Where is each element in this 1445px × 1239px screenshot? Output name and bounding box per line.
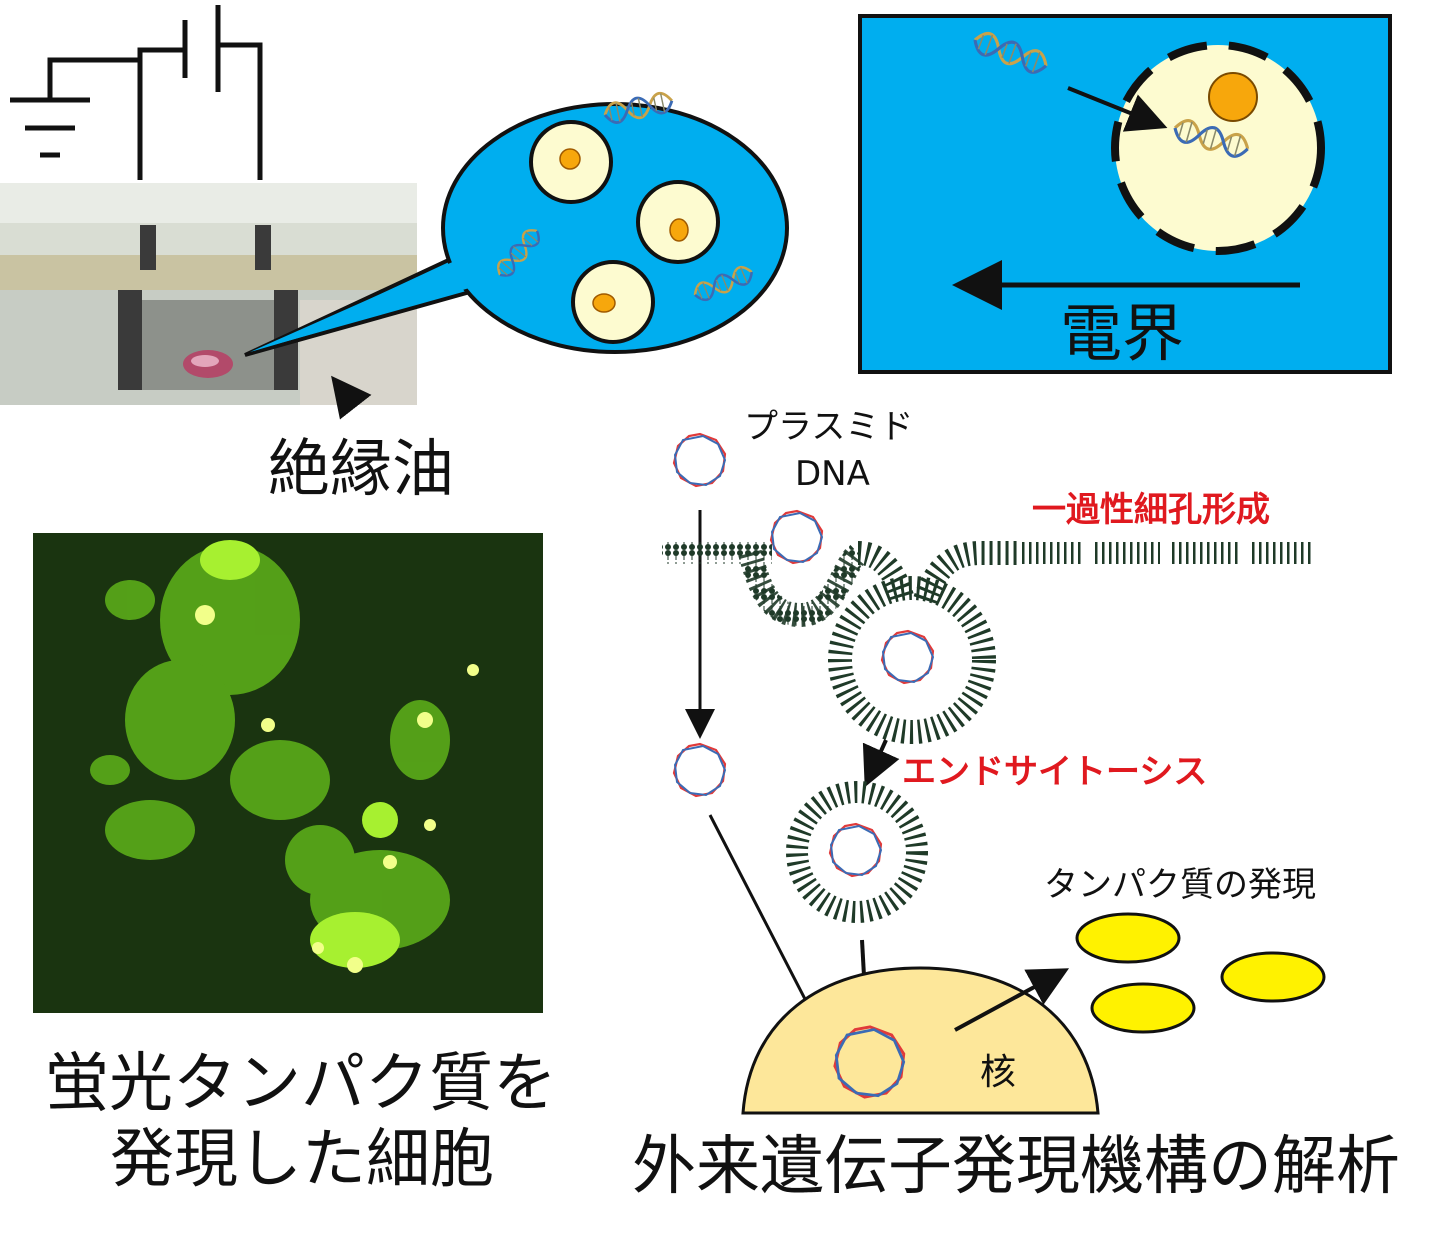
bottom-title: 外来遺伝子発現機構の解析	[632, 1130, 1400, 1204]
electroporation-chamber-photo	[0, 183, 417, 405]
expressed-proteins	[1075, 912, 1326, 1034]
cell-1	[529, 120, 613, 204]
label-endocytosis: エンドサイトーシス	[902, 752, 1208, 792]
caption-fluorescent-line1: 蛍光タンパク質を	[45, 1047, 557, 1121]
label-protein-expression: タンパク質の発現	[1044, 865, 1316, 905]
label-electric-field: 電界	[1060, 297, 1185, 370]
plasmid-ring-icon	[828, 822, 883, 878]
plasmid-ring-icon	[880, 629, 935, 685]
ground-symbol-icon	[10, 97, 90, 158]
nucleus	[741, 966, 1100, 1115]
plasmid-ring-icon	[672, 742, 727, 798]
fluorescence-micrograph	[33, 533, 543, 1013]
label-plasmid-line2: DNA	[795, 454, 870, 494]
plasmid-ring-icon	[672, 432, 727, 488]
cell-2	[636, 180, 720, 264]
cell-3	[571, 260, 655, 344]
plasmid-ring-icon	[769, 509, 824, 565]
uptake-arrow	[1067, 86, 1168, 132]
label-insulating-oil: 絶縁油	[268, 432, 455, 505]
label-plasmid-line1: プラスミド	[744, 407, 914, 447]
uptake-mechanism-diagram	[662, 432, 1326, 1115]
electric-field-panel	[858, 14, 1392, 374]
label-nucleus: 核	[980, 1052, 1017, 1093]
oil-pointer-arrow	[331, 375, 372, 420]
zoom-bubble	[244, 89, 789, 357]
circuit-diagram	[10, 5, 263, 180]
caption-fluorescent-line2: 発現した細胞	[110, 1123, 494, 1197]
label-transient-pore: 一過性細孔形成	[1032, 490, 1270, 530]
